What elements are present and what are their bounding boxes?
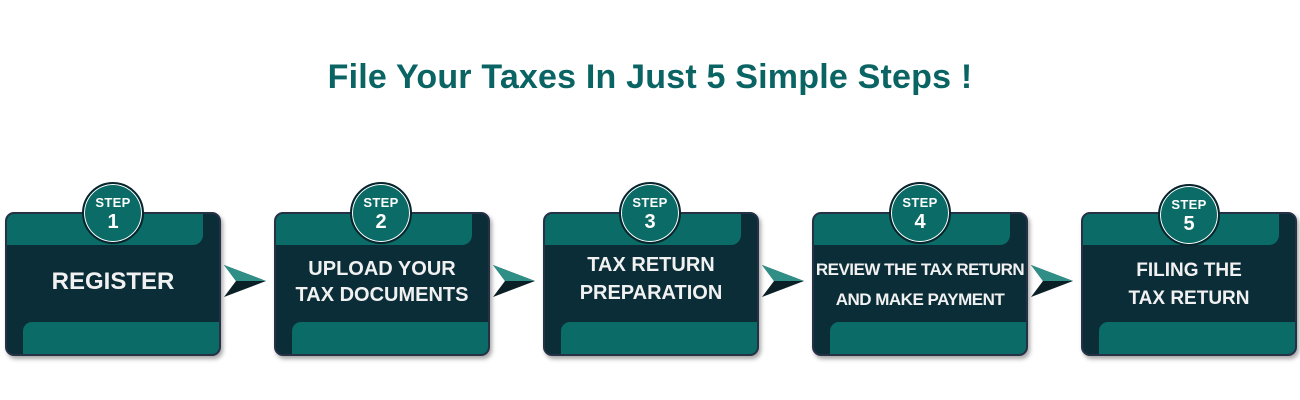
arrow-right-icon (1031, 265, 1073, 297)
step-3-badge: STEP 3 (619, 182, 681, 244)
step-1-label: REGISTER (51, 268, 175, 295)
step-badge-number: 5 (1183, 213, 1195, 235)
step-2-badge: STEP 2 (350, 182, 412, 244)
card-bottom-band (1099, 322, 1295, 354)
step-5-badge: STEP 5 (1158, 184, 1220, 246)
card-bottom-band (830, 322, 1026, 354)
step-badge-word: STEP (95, 195, 131, 210)
card-bottom-band (292, 322, 488, 354)
card-bottom-band (23, 322, 219, 354)
step-2-label-line1: UPLOAD YOUR (308, 258, 456, 280)
step-2-label-line2: TAX DOCUMENTS (295, 284, 469, 306)
page-title: File Your Taxes In Just 5 Simple Steps ! (327, 58, 973, 96)
card-bottom-band (561, 322, 757, 354)
step-badge-word: STEP (1171, 197, 1207, 212)
step-badge-word: STEP (902, 195, 938, 210)
step-1-badge: STEP 1 (82, 182, 144, 244)
step-3-label-line1: TAX RETURN (587, 254, 715, 276)
step-badge-word: STEP (632, 195, 668, 210)
step-badge-number: 2 (375, 211, 387, 233)
arrow-right-icon (762, 265, 804, 297)
step-5-label-line1: FILING THE (1136, 260, 1242, 281)
arrow-right-icon (493, 265, 535, 297)
step-4-badge: STEP 4 (889, 182, 951, 244)
step-3-label-line2: PREPARATION (579, 282, 723, 304)
step-badge-number: 3 (644, 211, 656, 233)
step-4-label-line2: AND MAKE PAYMENT (835, 290, 1005, 309)
step-badge-number: 4 (914, 211, 926, 233)
step-4-label-line1: REVIEW THE TAX RETURN (815, 260, 1025, 279)
step-5-label-line2: TAX RETURN (1128, 288, 1250, 309)
step-badge-word: STEP (363, 195, 399, 210)
arrow-right-icon (224, 265, 266, 297)
step-badge-number: 1 (107, 211, 119, 233)
